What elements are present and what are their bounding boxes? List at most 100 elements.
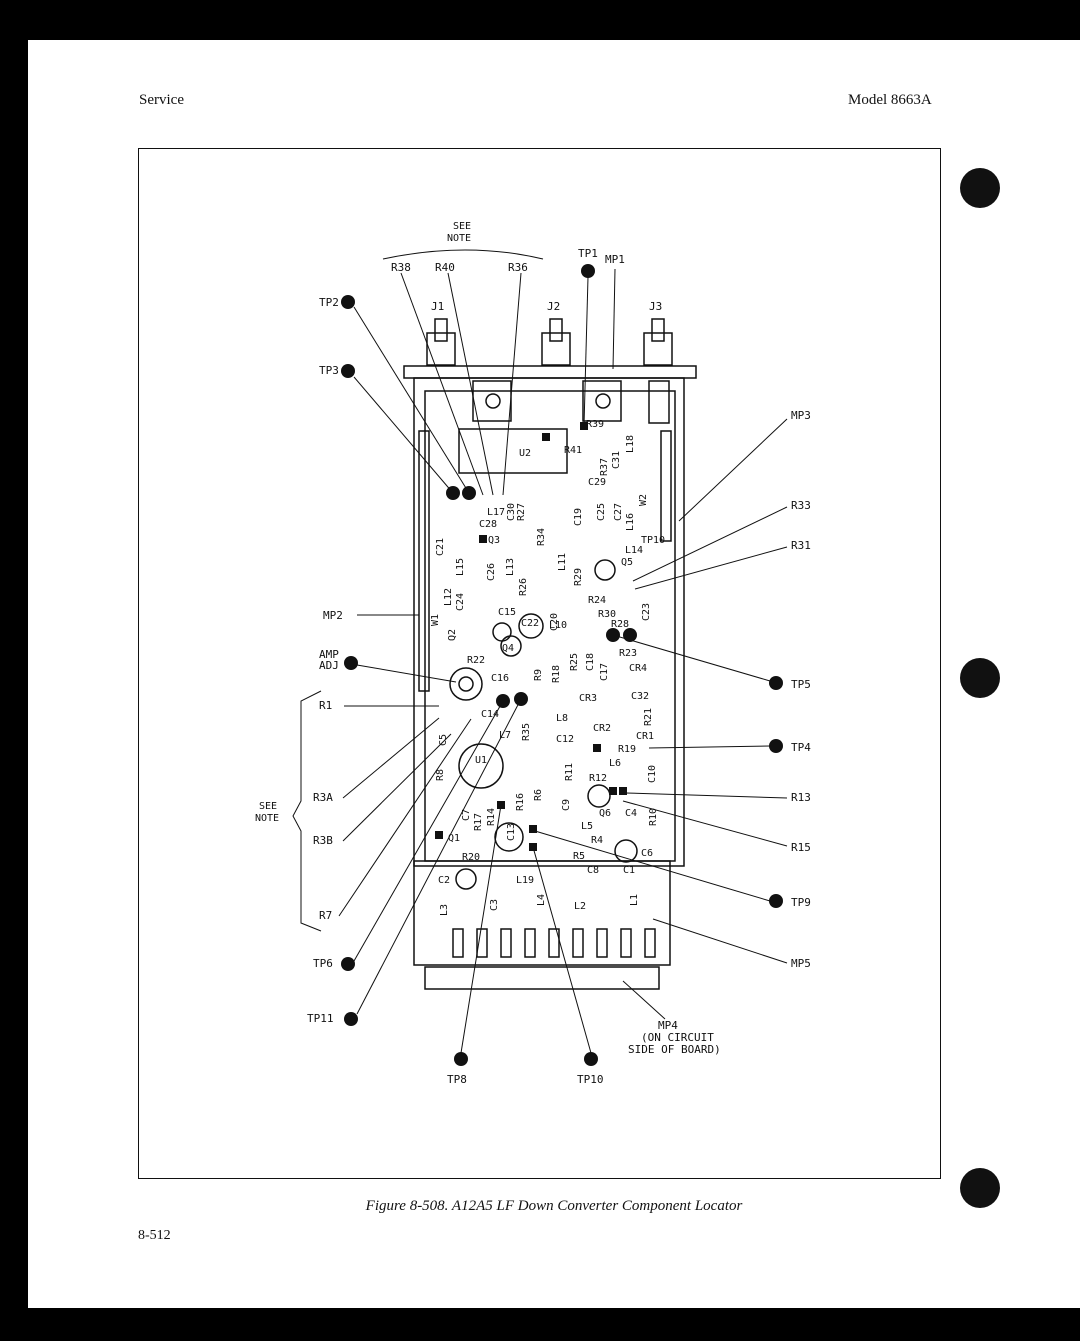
designator-l10: L10 (549, 620, 567, 631)
u1-package (458, 743, 504, 789)
tp1-callout: TP1 (578, 247, 598, 260)
top-bracket (403, 365, 697, 379)
j2-connector (549, 318, 563, 342)
designator-r10: R10 (648, 808, 659, 826)
designator-w1: W1 (430, 614, 441, 626)
test-point-square (435, 831, 443, 839)
designator-l19: L19 (516, 875, 534, 886)
designator-c16: C16 (491, 673, 509, 684)
test-point-square (542, 433, 550, 441)
test-point-dot (446, 486, 460, 500)
leader-line (338, 718, 472, 917)
circuit-board (413, 377, 685, 867)
designator-r24: R24 (588, 595, 606, 606)
tp9-callout: TP9 (791, 896, 811, 909)
q6-outline (587, 784, 611, 808)
designator-cr2: CR2 (593, 723, 611, 734)
designator-l13: L13 (505, 558, 516, 576)
tp2-dot (341, 295, 355, 309)
leader-line (532, 846, 592, 1054)
designator-c17: C17 (599, 663, 610, 681)
bottom-shield (413, 860, 671, 966)
designator-c27: C27 (613, 503, 624, 521)
designator-r25: R25 (569, 653, 580, 671)
mp4-callout: MP4 (658, 1019, 678, 1032)
j3-connector-body (643, 332, 673, 366)
designator-l3: L3 (439, 904, 450, 916)
designator-q5: Q5 (621, 557, 633, 568)
designator-r27: R27 (516, 503, 527, 521)
designator-l7: L7 (499, 730, 511, 741)
designator-l12: L12 (443, 588, 454, 606)
designator-c26: C26 (486, 563, 497, 581)
leader-line (400, 272, 484, 496)
designator-c1: C1 (623, 865, 635, 876)
designator-r37: R37 (599, 458, 610, 476)
designator-r19: R19 (618, 744, 636, 755)
mp4-note: SIDE OF BOARD) (628, 1043, 721, 1056)
designator-c18: C18 (585, 653, 596, 671)
r36-callout: R36 (508, 261, 528, 274)
leader-line (356, 664, 457, 683)
designator-l5: L5 (581, 821, 593, 832)
r1-callout: R1 (319, 699, 332, 712)
designator-c19: C19 (573, 508, 584, 526)
designator-r14: R14 (486, 808, 497, 826)
designator-c9: C9 (561, 799, 572, 811)
leader-line (625, 792, 788, 799)
r13-callout: R13 (791, 791, 811, 804)
leader-line (652, 918, 788, 964)
binder-hole (960, 1168, 1000, 1208)
designator-c3: C3 (489, 899, 500, 911)
amp-adj-label: ADJ (319, 659, 339, 672)
shield-slot (620, 928, 632, 958)
see-note-left-label: NOTE (255, 813, 279, 824)
designator-u2: U2 (519, 448, 531, 459)
see-note-left-bracket (292, 690, 322, 932)
test-point-square (529, 825, 537, 833)
designator-l2: L2 (574, 901, 586, 912)
leader-line (622, 980, 666, 1020)
designator-c2: C2 (438, 875, 450, 886)
designator-c32: C32 (631, 691, 649, 702)
designator-q4: Q4 (502, 643, 514, 654)
designator-r34: R34 (536, 528, 547, 546)
designator-r17: R17 (473, 813, 484, 831)
see-note-label: SEE (453, 221, 471, 232)
designator-q1: Q1 (448, 833, 460, 844)
mp4-note: (ON CIRCUIT (641, 1031, 714, 1044)
designator-c13: C13 (506, 823, 517, 841)
designator-l6: L6 (609, 758, 621, 769)
header-model-label: Model 8663A (848, 92, 932, 108)
amp-adj-dot (344, 656, 358, 670)
designator-r35: R35 (521, 723, 532, 741)
leader-line (612, 634, 771, 682)
designator-r41: R41 (564, 445, 582, 456)
test-point-square (580, 422, 588, 430)
designator-c6: C6 (641, 848, 653, 859)
designator-c23: C23 (641, 603, 652, 621)
tp5-dot (769, 676, 783, 690)
designator-r12: R12 (589, 773, 607, 784)
designator-l8: L8 (556, 713, 568, 724)
designator-l15: L15 (455, 558, 466, 576)
u2-package (458, 428, 568, 474)
r33-callout: R33 (791, 499, 811, 512)
c13-outline (494, 822, 524, 852)
leader-line (583, 276, 589, 427)
designator-l16: L16 (625, 513, 636, 531)
designator-r22: R22 (467, 655, 485, 666)
designator-cr1: CR1 (636, 731, 654, 742)
designator-c21: C21 (435, 538, 446, 556)
test-point-square (619, 787, 627, 795)
tp11-callout: TP11 (307, 1012, 334, 1025)
designator-c20: C20 (549, 613, 560, 631)
mounting-hole (595, 393, 611, 409)
designator-c14: C14 (481, 709, 499, 720)
tp8-callout: TP8 (447, 1073, 467, 1086)
designator-c22: C22 (521, 618, 539, 629)
leader-line (460, 804, 502, 1054)
